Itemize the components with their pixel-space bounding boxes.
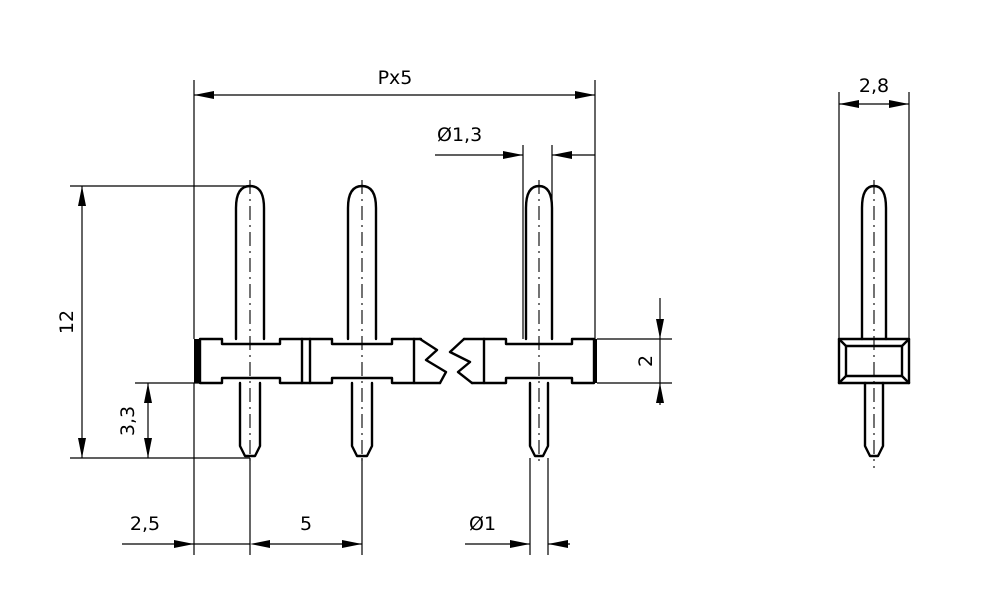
dim-pin-height: 12 — [56, 185, 250, 459]
dim-pin-diameter: Ø1 — [465, 458, 570, 555]
dim-label-tip-diameter: Ø1,3 — [437, 124, 482, 146]
body-end-left — [194, 339, 199, 383]
dim-label-body-height: 2 — [635, 355, 657, 367]
dim-edge-offset: 2,5 — [122, 383, 270, 555]
dim-lower-pin-length: 3,3 — [117, 382, 200, 458]
dim-label-height: 12 — [56, 310, 78, 334]
dim-label-body-width: 2,8 — [859, 75, 889, 97]
pin-2 — [346, 180, 378, 465]
pin-1 — [234, 180, 266, 465]
dim-label-overall: Px5 — [378, 67, 413, 89]
dim-body-height: 2 — [597, 298, 672, 405]
dim-label-pin-diameter: Ø1 — [469, 513, 496, 535]
dim-label-pitch: 5 — [300, 513, 312, 535]
dim-label-edge-offset: 2,5 — [130, 513, 160, 535]
break-symbol — [412, 337, 486, 385]
dim-overall-length: Px5 — [193, 67, 596, 339]
pin-3 — [524, 180, 554, 465]
header-body-front — [194, 337, 597, 385]
dim-body-width: 2,8 — [838, 75, 910, 339]
body-end-right — [593, 339, 597, 383]
body-segment-1 — [198, 337, 304, 385]
dim-pin-tip-diameter: Ø1,3 — [435, 124, 595, 339]
dim-label-lower-length: 3,3 — [117, 406, 139, 436]
dim-pitch: 5 — [270, 458, 363, 555]
side-view — [837, 180, 911, 468]
